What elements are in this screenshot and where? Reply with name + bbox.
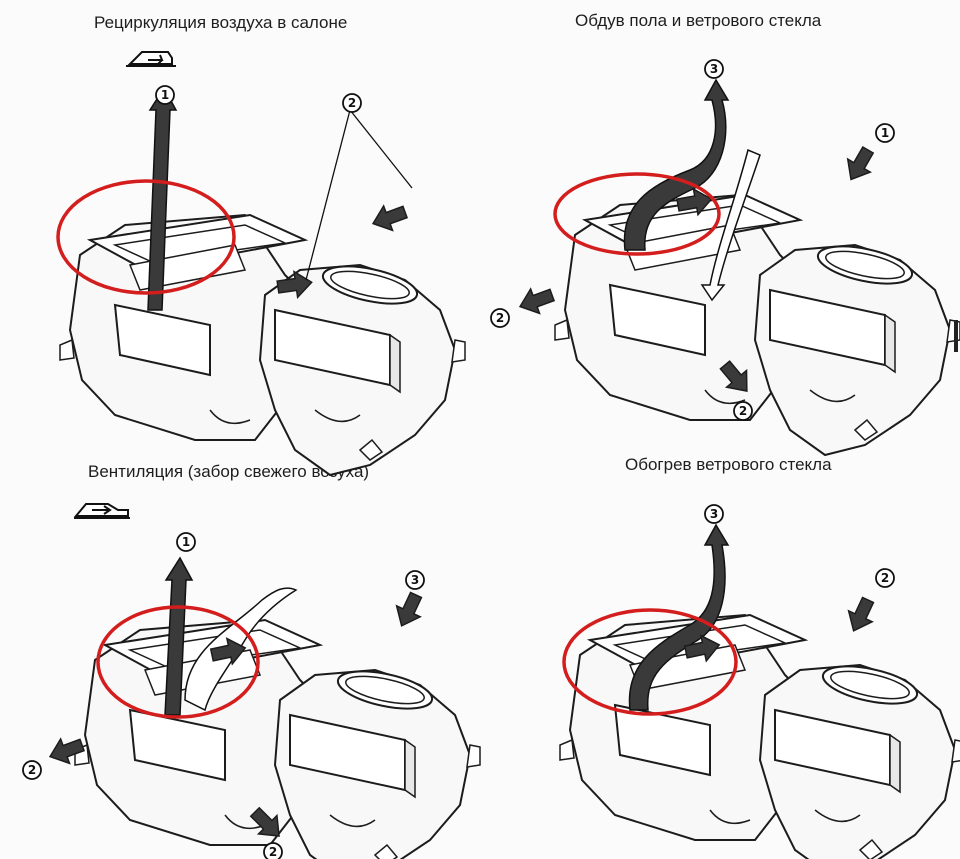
panel-title-recirculation: Рециркуляция воздуха в салоне bbox=[94, 13, 348, 32]
panel-title-fresh-air: Вентиляция (забор свежего возуха) bbox=[88, 462, 370, 481]
panel-windshield-defrost: 3 2 bbox=[559, 504, 960, 859]
callout-marker: 3 bbox=[405, 570, 425, 590]
airflow-arrow-in-right bbox=[367, 199, 411, 237]
callout-marker: 1 bbox=[176, 532, 196, 552]
highlight-ellipse bbox=[562, 608, 738, 716]
airflow-arrow-curved bbox=[184, 587, 298, 712]
recirculation-icon bbox=[126, 51, 176, 67]
callout-marker: 2 bbox=[342, 93, 362, 113]
airflow-arrow-up-defrost bbox=[628, 523, 730, 711]
callout-marker: 2 bbox=[263, 842, 283, 859]
airflow-arrow-intake bbox=[838, 142, 881, 187]
svg-text:2: 2 bbox=[269, 845, 277, 859]
airflow-arrow-up-defrost bbox=[623, 78, 730, 251]
highlight-ellipse bbox=[553, 172, 721, 256]
svg-text:1: 1 bbox=[182, 535, 190, 549]
panel-recirculation: 1 2 bbox=[56, 51, 466, 476]
panel-title-windshield-defrost: Обогрев ветрового стекла bbox=[625, 455, 832, 474]
svg-text:2: 2 bbox=[348, 96, 356, 110]
svg-text:1: 1 bbox=[161, 88, 169, 102]
hvac-unit-drawing bbox=[559, 614, 960, 859]
svg-text:2: 2 bbox=[881, 571, 889, 585]
panel-floor-windshield: 3 1 2 2 bbox=[490, 59, 960, 456]
callout-marker: 1 bbox=[875, 123, 895, 143]
svg-text:2: 2 bbox=[496, 311, 504, 325]
hvac-unit-drawing bbox=[554, 194, 960, 456]
svg-text:1: 1 bbox=[881, 126, 889, 140]
airflow-arrow-floor bbox=[700, 148, 761, 302]
svg-text:2: 2 bbox=[28, 763, 36, 777]
page-edge-mark bbox=[954, 320, 958, 352]
svg-text:3: 3 bbox=[710, 62, 718, 76]
svg-text:2: 2 bbox=[739, 404, 747, 418]
panel-fresh-air: 1 3 2 2 bbox=[22, 503, 481, 859]
callout-marker: 2 bbox=[490, 308, 510, 328]
airflow-arrow-intake bbox=[841, 593, 881, 638]
airflow-arrow-up bbox=[164, 556, 194, 716]
callout-marker: 2 bbox=[733, 401, 753, 421]
callout-marker: 3 bbox=[704, 59, 724, 79]
callout-marker: 1 bbox=[155, 85, 175, 105]
callout-marker: 2 bbox=[22, 760, 42, 780]
callout-marker: 2 bbox=[875, 568, 895, 588]
highlight-ellipse bbox=[56, 179, 236, 295]
fresh-air-icon bbox=[73, 503, 130, 519]
airflow-arrow-out-left bbox=[514, 282, 558, 320]
svg-text:3: 3 bbox=[710, 507, 718, 521]
highlight-ellipse bbox=[96, 605, 260, 719]
svg-text:3: 3 bbox=[411, 573, 419, 587]
hvac-unit-drawing bbox=[59, 214, 466, 476]
panel-title-floor-windshield: Обдув пола и ветрового стекла bbox=[575, 11, 822, 30]
airflow-arrow-intake bbox=[389, 588, 429, 633]
callout-marker: 3 bbox=[704, 504, 724, 524]
